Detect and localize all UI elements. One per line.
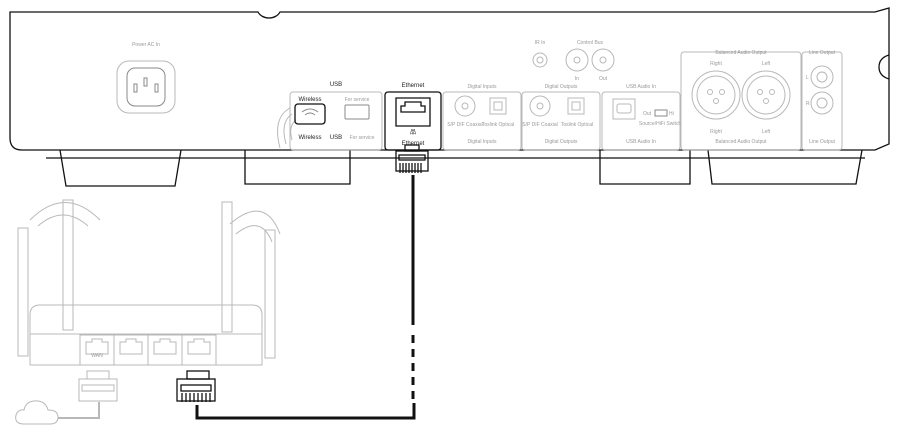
power-label: Power AC In — [132, 42, 160, 48]
wan-label: WAN — [91, 353, 103, 359]
router-ports: WAN — [79, 334, 217, 366]
usb-audio-label: USB Audio In — [626, 139, 656, 145]
wireless-top-label: Wireless — [298, 97, 321, 103]
router: WAN — [17, 199, 281, 366]
line-output-top: Line Output — [809, 50, 835, 56]
digital-inputs-section: Digital Inputs S/P DIF Coaxial Toslink O… — [442, 84, 522, 151]
digital-inputs-label: Digital Inputs — [468, 139, 497, 145]
left-label: Left — [762, 129, 771, 135]
optical-in-label: Toslink Optical — [482, 122, 514, 128]
ethernet-top-label: Ethernet — [402, 83, 425, 89]
right-top: Right — [710, 61, 722, 67]
network-icon: 品 — [410, 129, 416, 136]
usb-group-label: USB — [330, 82, 342, 88]
usb-label: USB — [330, 135, 342, 141]
control-out-label: Out — [599, 76, 608, 82]
coax-out-label: S/P DIF Coaxial — [522, 122, 557, 128]
wireless-label: Wireless — [298, 135, 321, 141]
line-output-label: Line Output — [809, 139, 835, 145]
ir-in-label: IR In — [535, 40, 546, 46]
optical-out-label: Toslink Optical — [561, 122, 593, 128]
ir-control-bus: IR In Control Bus In Out — [532, 40, 615, 82]
left-top: Left — [762, 61, 771, 67]
balanced-output-section: Balanced Audio Output Right Left Right L… — [680, 50, 802, 151]
usb-service-label: For service — [345, 97, 370, 103]
control-in-label: In — [575, 76, 579, 82]
digital-outputs-label: Digital Outputs — [545, 139, 578, 145]
ethernet-port-section: Ethernet 品 Ethernet — [384, 83, 442, 151]
amplifier-rear-panel — [9, 7, 890, 187]
digital-inputs-top: Digital Inputs — [468, 84, 497, 90]
coax-in-label: S/P DIF Coaxial — [447, 122, 482, 128]
ethernet-plug-lan — [176, 370, 216, 402]
balanced-top: Balanced Audio Output — [715, 50, 767, 56]
wireless-signal-icon — [277, 107, 297, 149]
balanced-label: Balanced Audio Output — [715, 139, 767, 145]
ethernet-plug-amplifier — [395, 144, 429, 173]
ethernet-cable — [58, 175, 416, 420]
control-bus-label: Control Bus — [577, 40, 604, 46]
usb-audio-top: USB Audio In — [626, 84, 656, 90]
internet-cloud-icon — [15, 400, 59, 425]
usb-service-label-bottom: For service — [350, 135, 375, 141]
usb-wireless-section: USB Wireless Wireless USB For service Fo… — [289, 82, 383, 151]
line-output-section: Line Output L R Line Output — [801, 50, 843, 151]
digital-outputs-top: Digital Outputs — [545, 84, 578, 90]
right-label: Right — [710, 129, 722, 135]
digital-outputs-section: Digital Outputs S/P DIF Coaxial Toslink … — [521, 84, 601, 151]
power-inlet: Power AC In — [116, 42, 176, 114]
usb-audio-in-section: USB Audio In Out Hi Source/HiFi Switch U… — [601, 84, 681, 151]
ethernet-label: Ethernet — [402, 141, 425, 147]
switch-label: Source/HiFi Switch — [639, 121, 681, 127]
ethernet-plug-wan — [78, 370, 118, 402]
line-r-label: R — [806, 101, 810, 107]
switch-hi-label: Hi — [669, 111, 674, 117]
switch-out-label: Out — [643, 111, 652, 117]
line-l-label: L — [806, 75, 809, 81]
